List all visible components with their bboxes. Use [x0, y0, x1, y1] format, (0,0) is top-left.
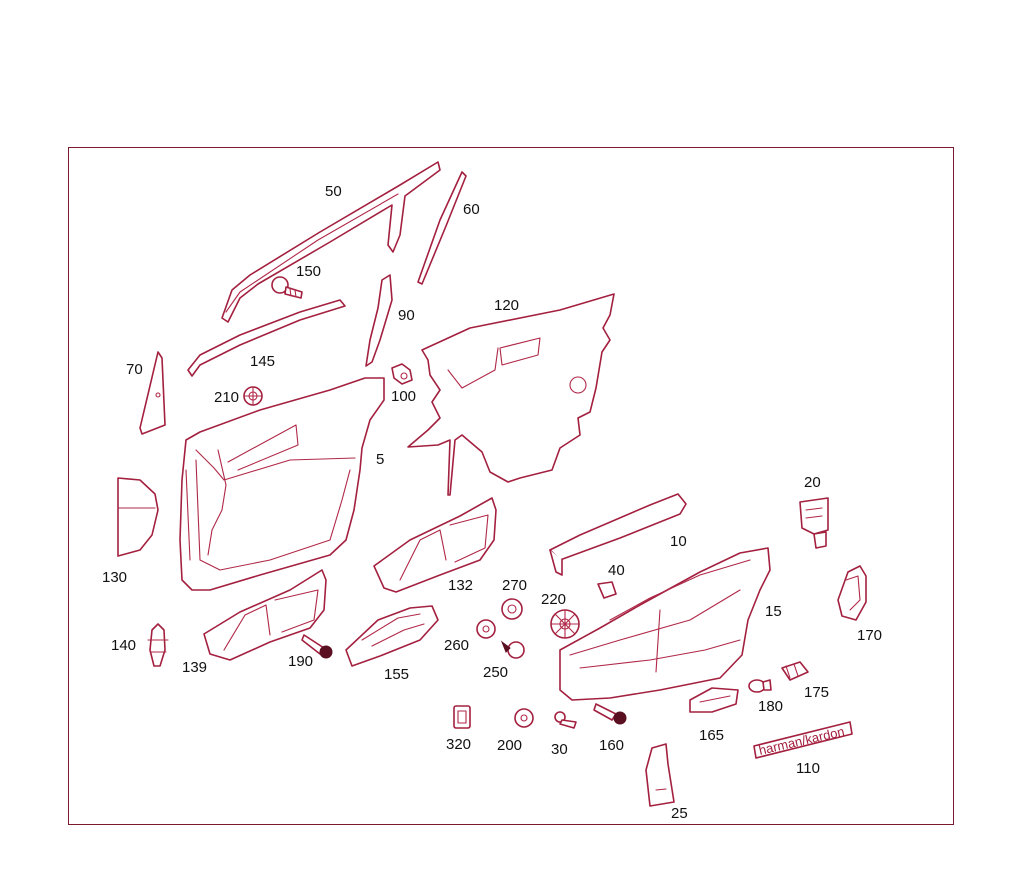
callout-320: 320: [446, 736, 471, 753]
callout-210: 210: [214, 389, 239, 406]
callout-100: 100: [391, 388, 416, 405]
callout-170: 170: [857, 627, 882, 644]
callout-60: 60: [463, 201, 480, 218]
part-175-bulb-socket: [781, 661, 809, 681]
part-90-pillar-strip: [365, 274, 393, 367]
part-100-clip: [391, 363, 413, 385]
callout-165: 165: [699, 727, 724, 744]
part-15-door-panel: [559, 547, 771, 701]
callout-155: 155: [384, 666, 409, 683]
part-160-screw: [593, 703, 627, 725]
part-180-bulb: [748, 679, 772, 693]
part-260-washer: [476, 619, 496, 639]
callout-15: 15: [765, 603, 782, 620]
part-145-belt-strip: [187, 299, 346, 377]
part-270-spacer: [501, 598, 523, 620]
callout-145: 145: [250, 353, 275, 370]
part-150-bolt: [271, 276, 303, 299]
part-132-switch-panel: [373, 497, 497, 593]
callout-40: 40: [608, 562, 625, 579]
callout-200: 200: [497, 737, 522, 754]
callout-270: 270: [502, 577, 527, 594]
part-10-armrest-cover: [549, 493, 687, 576]
part-165-courtesy-lamp: [689, 687, 739, 713]
callout-220: 220: [541, 591, 566, 608]
callout-132: 132: [448, 577, 473, 594]
part-210-grommet: [243, 386, 263, 406]
callout-70: 70: [126, 361, 143, 378]
part-140-push-clip: [147, 623, 169, 667]
part-320-switch: [453, 705, 471, 729]
callout-250: 250: [483, 664, 508, 681]
badge-text: harman/kardon: [757, 724, 846, 758]
callout-160: 160: [599, 737, 624, 754]
part-170-door-handle: [837, 565, 867, 621]
callout-20: 20: [804, 474, 821, 491]
callouts: 50 60 150 90 120 70 145 210 100 5 130 20…: [102, 183, 882, 822]
part-250-plug: [500, 640, 525, 659]
part-50-window-frame-trim: [221, 161, 441, 323]
callout-150: 150: [296, 263, 321, 280]
part-5-door-trim-panel: [179, 377, 385, 591]
callout-130: 130: [102, 569, 127, 586]
callout-30: 30: [551, 741, 568, 758]
part-70-mirror-trim: [139, 351, 166, 435]
part-120-door-membrane: [407, 293, 615, 496]
part-40-cap: [597, 581, 617, 599]
part-200-nut: [514, 708, 534, 728]
part-130-mirror-cover: [117, 477, 159, 557]
part-110-badge: harman/kardon: [753, 721, 853, 759]
part-139-switch-panel: [203, 569, 327, 661]
part-20-bracket: [799, 497, 829, 549]
part-30-screw: [554, 711, 577, 729]
part-155-pull-handle: [345, 605, 439, 667]
callout-5: 5: [376, 451, 384, 468]
callout-110: 110: [796, 760, 820, 777]
callout-190: 190: [288, 653, 313, 670]
callout-260: 260: [444, 637, 469, 654]
callout-90: 90: [398, 307, 415, 324]
callout-180: 180: [758, 698, 783, 715]
callout-120: 120: [494, 297, 519, 314]
callout-10: 10: [670, 533, 687, 550]
callout-175: 175: [804, 684, 829, 701]
part-60-channel-strip: [417, 171, 467, 285]
callout-50: 50: [325, 183, 342, 200]
callout-25: 25: [671, 805, 688, 822]
diagram-frame: [68, 147, 954, 825]
part-190-screw: [301, 634, 333, 659]
part-220-speaker-grille: [550, 609, 580, 639]
part-25-tag-plate: [645, 743, 675, 807]
callout-140: 140: [111, 637, 136, 654]
callout-139: 139: [182, 659, 207, 676]
